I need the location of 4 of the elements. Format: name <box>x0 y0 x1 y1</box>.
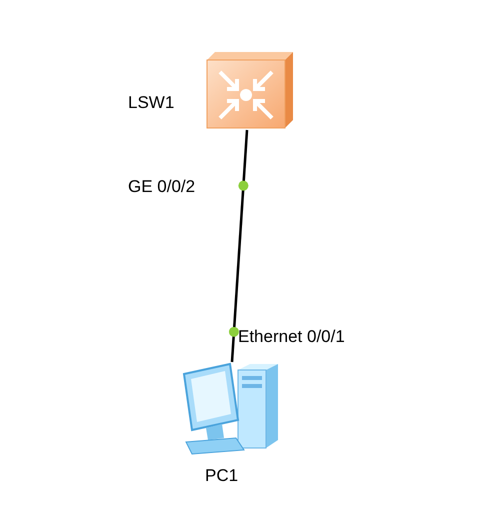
port-label: GE 0/0/2 <box>128 177 196 197</box>
device-label: PC1 <box>205 466 238 486</box>
port-label: Ethernet 0/0/1 <box>238 327 345 347</box>
device-label: LSW1 <box>128 93 174 113</box>
